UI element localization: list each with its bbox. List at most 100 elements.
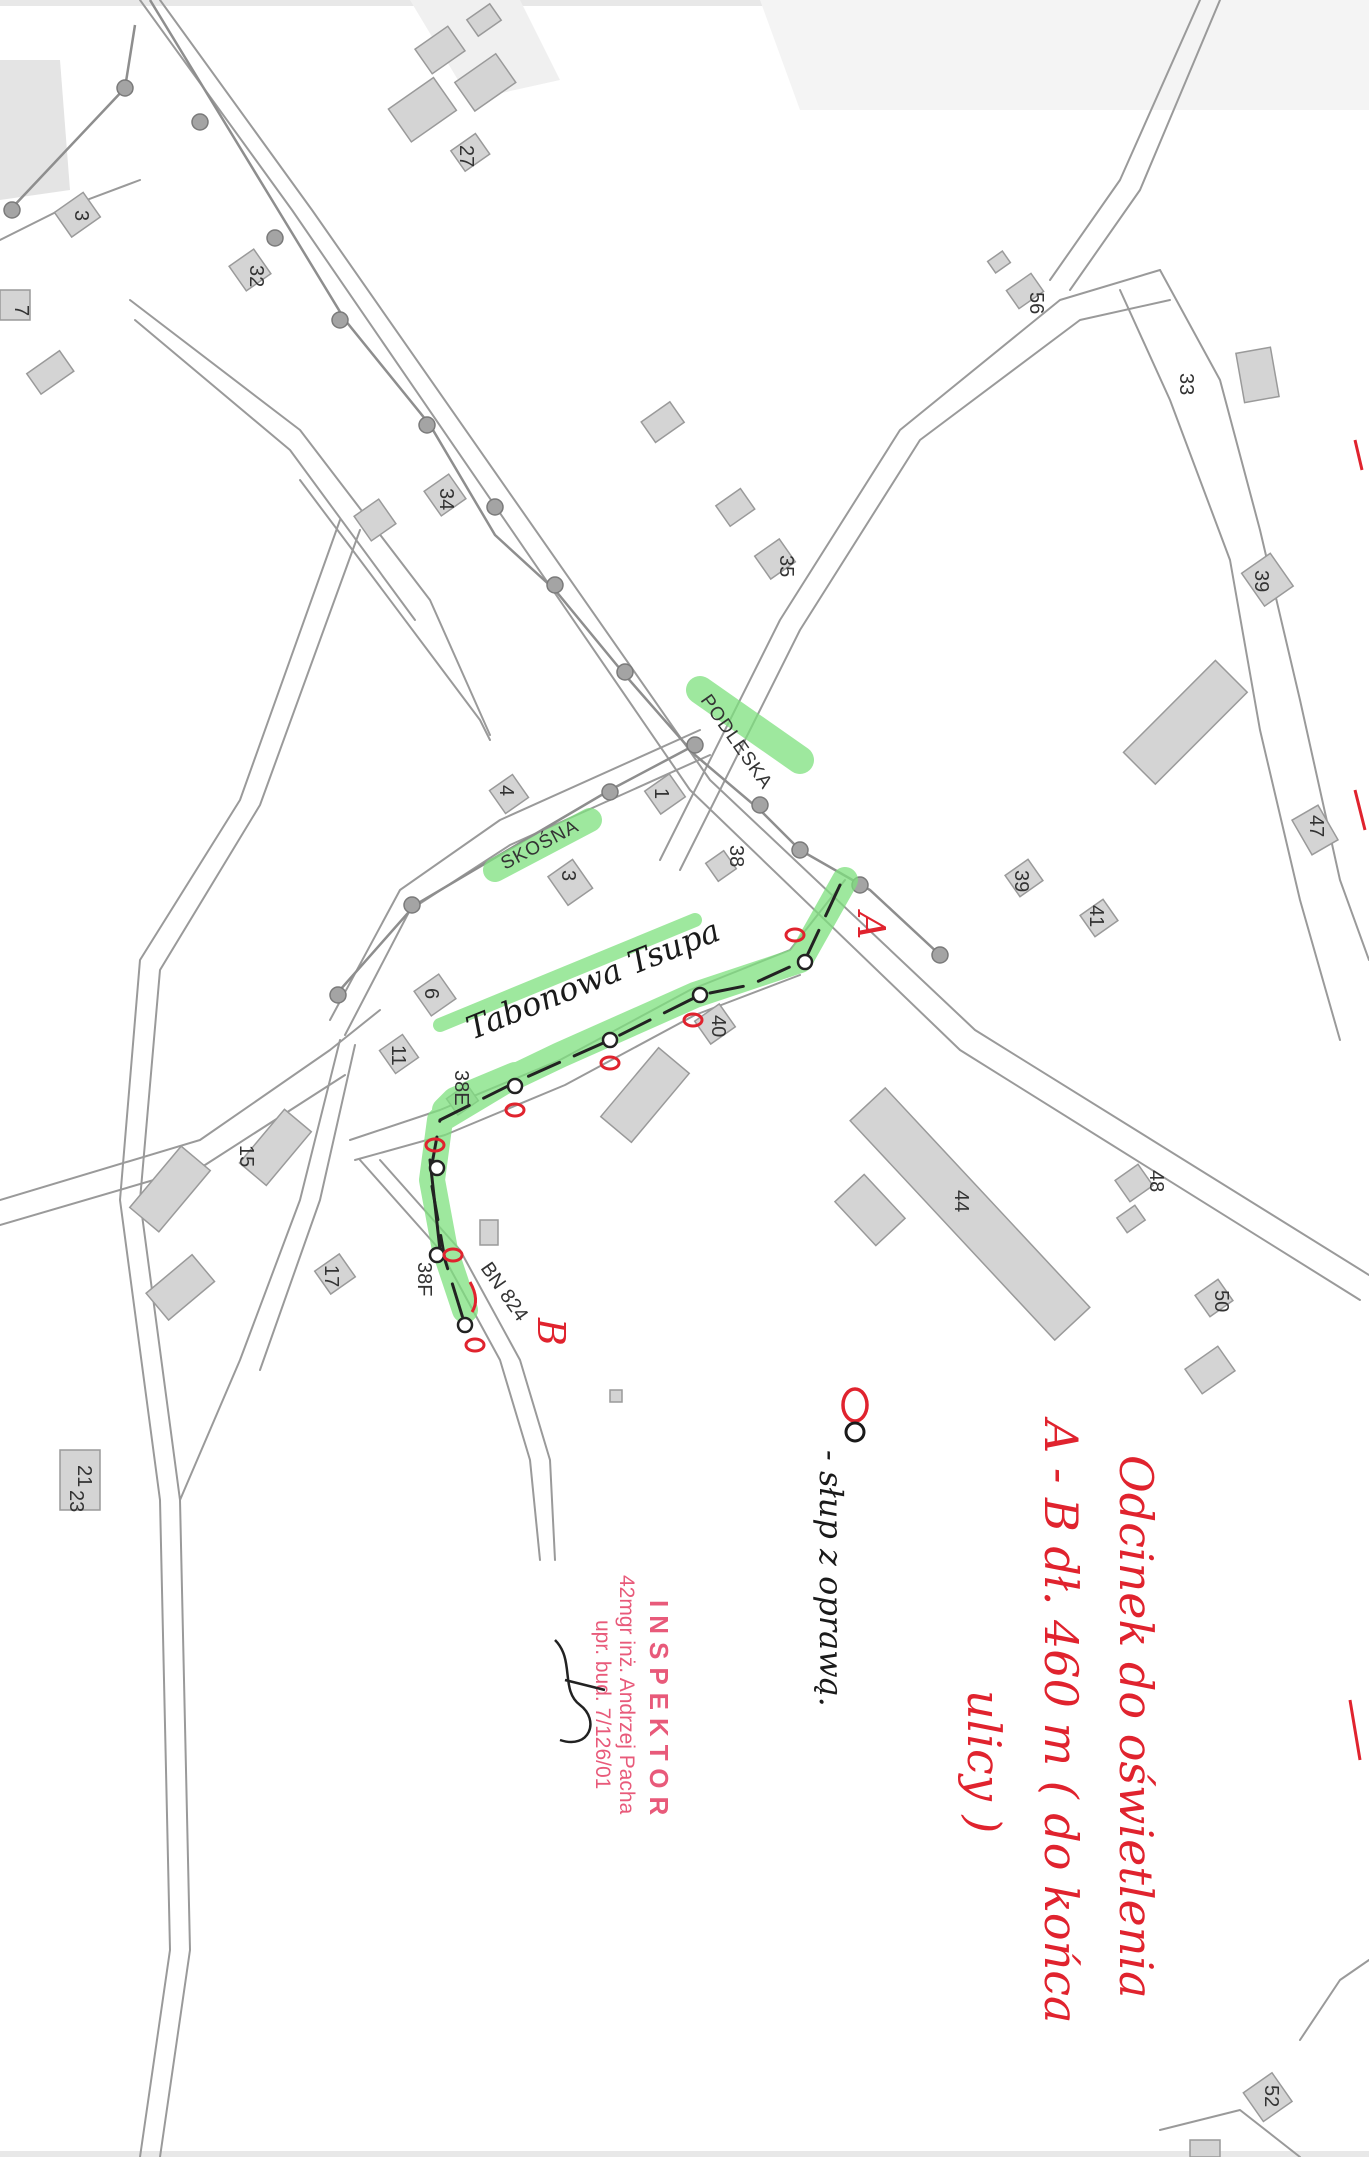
building bbox=[643, 772, 687, 816]
new-pole bbox=[601, 1031, 619, 1049]
address-number: 23 bbox=[65, 1490, 87, 1512]
title-line-3: ulicy ) bbox=[957, 1690, 1011, 1833]
address-number: 3 bbox=[70, 210, 92, 221]
address-number: 27 bbox=[455, 145, 477, 167]
building bbox=[145, 1253, 216, 1322]
road-skosna-a bbox=[329, 729, 701, 1021]
page-edge-bottom bbox=[0, 2151, 1369, 2157]
building bbox=[1189, 2139, 1221, 2157]
title-line-1: Odcinek do oświetlenia bbox=[1109, 1455, 1163, 1999]
pole bbox=[329, 986, 347, 1004]
lane-34 bbox=[299, 479, 491, 741]
stamp-title: INSPEKTOR bbox=[644, 1600, 674, 1823]
road-tabonowa-b bbox=[354, 974, 801, 1161]
buildings bbox=[0, 2, 1340, 2157]
address-number: 17 bbox=[320, 1265, 342, 1287]
road-south-a bbox=[359, 1159, 541, 1561]
title-annotation: Odcinek do oświetlenia A - B dł. 460 m (… bbox=[957, 1416, 1163, 2023]
address-number: 38E bbox=[450, 1070, 472, 1106]
lamp-marker bbox=[504, 1102, 526, 1118]
road-left-a bbox=[0, 1009, 381, 1201]
building bbox=[53, 191, 102, 239]
highlight-skosna bbox=[483, 808, 602, 882]
route-start-label: A bbox=[849, 909, 893, 939]
building bbox=[449, 132, 491, 173]
pole bbox=[616, 663, 634, 681]
building bbox=[479, 1219, 499, 1246]
pole bbox=[3, 201, 21, 219]
building bbox=[228, 248, 272, 292]
lamp-marker bbox=[442, 1247, 464, 1263]
building bbox=[0, 289, 31, 321]
pole bbox=[751, 796, 769, 814]
building bbox=[313, 1252, 357, 1296]
address-number: 32 bbox=[245, 265, 267, 287]
building bbox=[25, 349, 75, 396]
building bbox=[986, 250, 1012, 274]
lamp-marker bbox=[682, 1012, 704, 1028]
building bbox=[353, 498, 397, 542]
stamp-line-2: upr. bud. 7/126/01 bbox=[591, 1620, 614, 1789]
legend-lamp-symbol bbox=[841, 1387, 869, 1423]
highlight-podleska bbox=[686, 676, 814, 774]
title-line-2: A - B dł. 460 m ( do końca bbox=[1034, 1416, 1088, 2023]
pole bbox=[601, 783, 619, 801]
stamp-line-1: 42mgr inż. Andrzej Pacha bbox=[615, 1575, 638, 1815]
building bbox=[423, 473, 467, 517]
inspector-stamp: INSPEKTOR 42mgr inż. Andrzej Pacha upr. … bbox=[554, 1575, 674, 1823]
pole bbox=[266, 229, 284, 247]
road-left-b bbox=[0, 1074, 346, 1226]
address-number: 3 bbox=[557, 870, 579, 881]
address-number: 11 bbox=[387, 1045, 409, 1066]
legend-text: - słup z oprawą. bbox=[812, 1450, 850, 1707]
road-main-lower bbox=[159, 0, 1369, 1276]
address-labels: 27 3 32 7 34 35 56 33 39 39 47 4 1 38 3 … bbox=[10, 145, 1327, 2107]
legend-pole-symbol bbox=[844, 1421, 866, 1443]
power-line-main bbox=[148, 0, 941, 956]
road-main-upper bbox=[139, 0, 1361, 1301]
building bbox=[465, 2, 503, 38]
existing-poles bbox=[3, 79, 949, 1004]
building bbox=[1194, 1278, 1234, 1318]
address-number: 56 bbox=[1025, 292, 1047, 314]
pole bbox=[331, 311, 349, 329]
building bbox=[1242, 2071, 1294, 2123]
address-number: 39 bbox=[1250, 570, 1272, 592]
building bbox=[488, 773, 530, 815]
road-east-a bbox=[659, 269, 1161, 861]
new-pole bbox=[428, 1246, 446, 1264]
address-number: 40 bbox=[707, 1015, 729, 1037]
building bbox=[640, 400, 686, 444]
building-21-23 bbox=[59, 1449, 101, 1511]
route-line-south bbox=[428, 1158, 442, 1252]
address-number: 35 bbox=[775, 555, 797, 577]
building bbox=[1115, 1204, 1147, 1234]
road-curve-b bbox=[259, 1044, 356, 1371]
pole bbox=[418, 416, 436, 434]
new-pole bbox=[691, 986, 709, 1004]
power-line-skosna bbox=[339, 743, 696, 991]
shaded-area-top bbox=[410, 0, 560, 100]
lamp-mark bbox=[468, 1281, 477, 1313]
road-northeast-b bbox=[1119, 289, 1341, 1041]
road-bottom-right bbox=[1159, 2109, 1301, 2157]
address-number: 1 bbox=[650, 788, 672, 799]
building bbox=[378, 1033, 420, 1075]
building bbox=[1290, 804, 1340, 856]
road-upper-left-b bbox=[134, 319, 416, 621]
address-number: 6 bbox=[420, 988, 442, 999]
address-number: 52 bbox=[1260, 2085, 1282, 2107]
building bbox=[238, 1108, 313, 1187]
building bbox=[1183, 1345, 1237, 1395]
address-number: 34 bbox=[435, 488, 457, 510]
building bbox=[1235, 346, 1280, 404]
new-pole bbox=[506, 1077, 524, 1095]
pole bbox=[116, 79, 134, 97]
address-number: 15 bbox=[235, 1145, 257, 1167]
building bbox=[1005, 272, 1045, 310]
address-number: 50 bbox=[1210, 1290, 1232, 1312]
legend: - słup z oprawą. bbox=[812, 1387, 869, 1707]
route-end-label: B bbox=[529, 1317, 573, 1346]
pole bbox=[486, 498, 504, 516]
